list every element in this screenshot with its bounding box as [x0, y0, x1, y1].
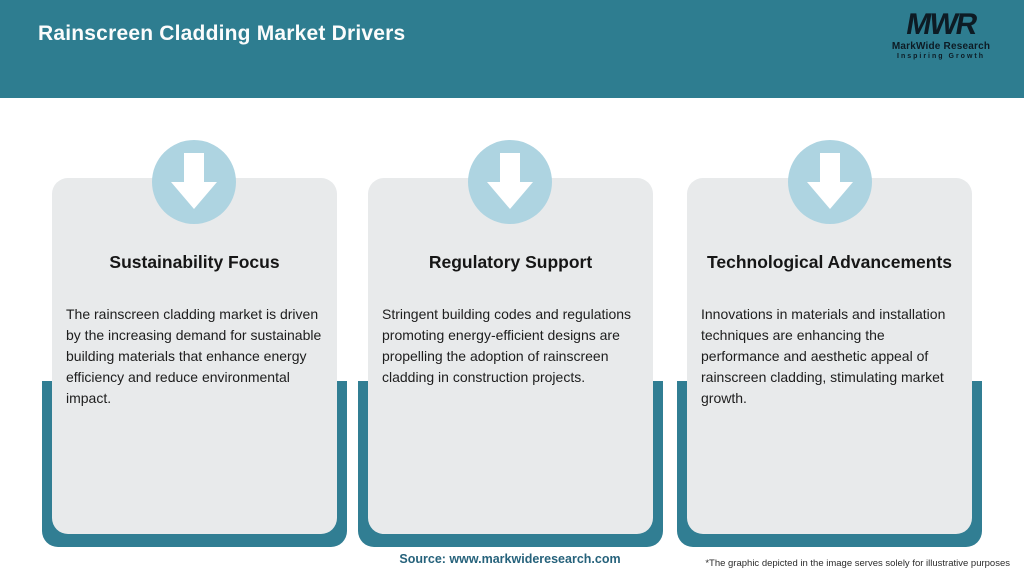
card-title: Sustainability Focus [109, 252, 280, 272]
down-arrow-icon [468, 140, 552, 224]
driver-card-technological: Technological Advancements Innovations i… [687, 178, 972, 534]
logo-company-name: MarkWide Research [891, 41, 991, 52]
down-arrow-badge [152, 140, 236, 224]
header-bar: Rainscreen Cladding Market Drivers MWR M… [0, 0, 1024, 98]
driver-card-regulatory: Regulatory Support Stringent building co… [368, 178, 653, 534]
logo-tagline: Inspiring Growth [897, 53, 985, 60]
card-description: The rainscreen cladding market is driven… [66, 306, 322, 406]
driver-card-sustainability: Sustainability Focus The rainscreen clad… [52, 178, 337, 534]
logo-mwr-monogram: MWR [903, 8, 979, 41]
down-arrow-icon [152, 140, 236, 224]
down-arrow-badge [468, 140, 552, 224]
markwide-research-logo: MWR MarkWide Research Inspiring Growth [886, 8, 996, 60]
down-arrow-icon [788, 140, 872, 224]
card-description: Innovations in materials and installatio… [701, 306, 946, 406]
source-text: Source: www.markwideresearch.com [399, 552, 621, 566]
disclaimer-text: *The graphic depicted in the image serve… [705, 558, 1010, 569]
card-description: Stringent building codes and regulations… [382, 306, 632, 385]
page-title: Rainscreen Cladding Market Drivers [38, 22, 406, 45]
card-title: Technological Advancements [706, 252, 953, 272]
card-title: Regulatory Support [428, 252, 593, 272]
down-arrow-badge [788, 140, 872, 224]
